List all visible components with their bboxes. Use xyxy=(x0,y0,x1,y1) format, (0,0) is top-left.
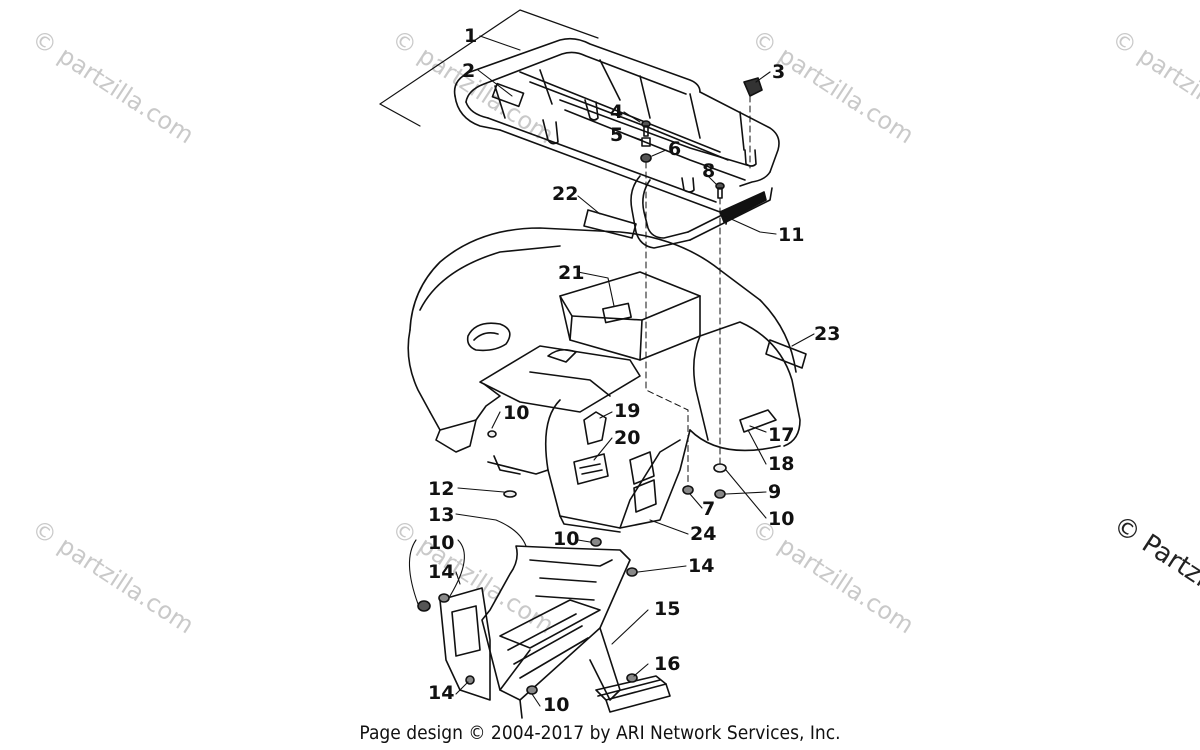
callout-1: 1 xyxy=(464,25,478,47)
callout-13: 13 xyxy=(428,504,455,526)
callout-17: 17 xyxy=(768,424,795,446)
callout-16: 16 xyxy=(654,653,681,675)
callout-5: 5 xyxy=(610,124,624,146)
callout-10-bottom: 10 xyxy=(543,694,570,716)
callout-9: 9 xyxy=(768,481,782,503)
callout-11: 11 xyxy=(778,224,805,246)
callout-19: 19 xyxy=(614,400,641,422)
footwell-drawing xyxy=(439,545,671,719)
callout-24: 24 xyxy=(690,523,717,545)
callout-15: 15 xyxy=(654,598,681,620)
callout-14-right: 14 xyxy=(688,555,715,577)
callout-10-upper-left: 10 xyxy=(503,402,530,424)
callout-2: 2 xyxy=(462,60,476,82)
callout-22: 22 xyxy=(552,183,579,205)
callout-18: 18 xyxy=(768,453,795,475)
callout-21: 21 xyxy=(558,262,585,284)
callout-20: 20 xyxy=(614,427,641,449)
callout-10-center: 10 xyxy=(553,528,580,550)
callout-8: 8 xyxy=(702,160,716,182)
copyright-footer: Page design © 2004-2017 by ARI Network S… xyxy=(359,722,841,744)
callout-23: 23 xyxy=(814,323,841,345)
callout-6: 6 xyxy=(668,138,682,160)
callout-14-bottom: 14 xyxy=(428,682,455,704)
callout-7: 7 xyxy=(702,498,716,520)
rear-fender-drawing xyxy=(407,227,801,533)
callout-12: 12 xyxy=(428,478,455,500)
callout-4: 4 xyxy=(610,101,624,123)
callout-14-left: 14 xyxy=(428,561,455,583)
rear-rack-drawing xyxy=(379,9,780,249)
callout-3: 3 xyxy=(772,61,786,83)
callout-10-right: 10 xyxy=(768,508,795,530)
callout-10-left: 10 xyxy=(428,532,455,554)
